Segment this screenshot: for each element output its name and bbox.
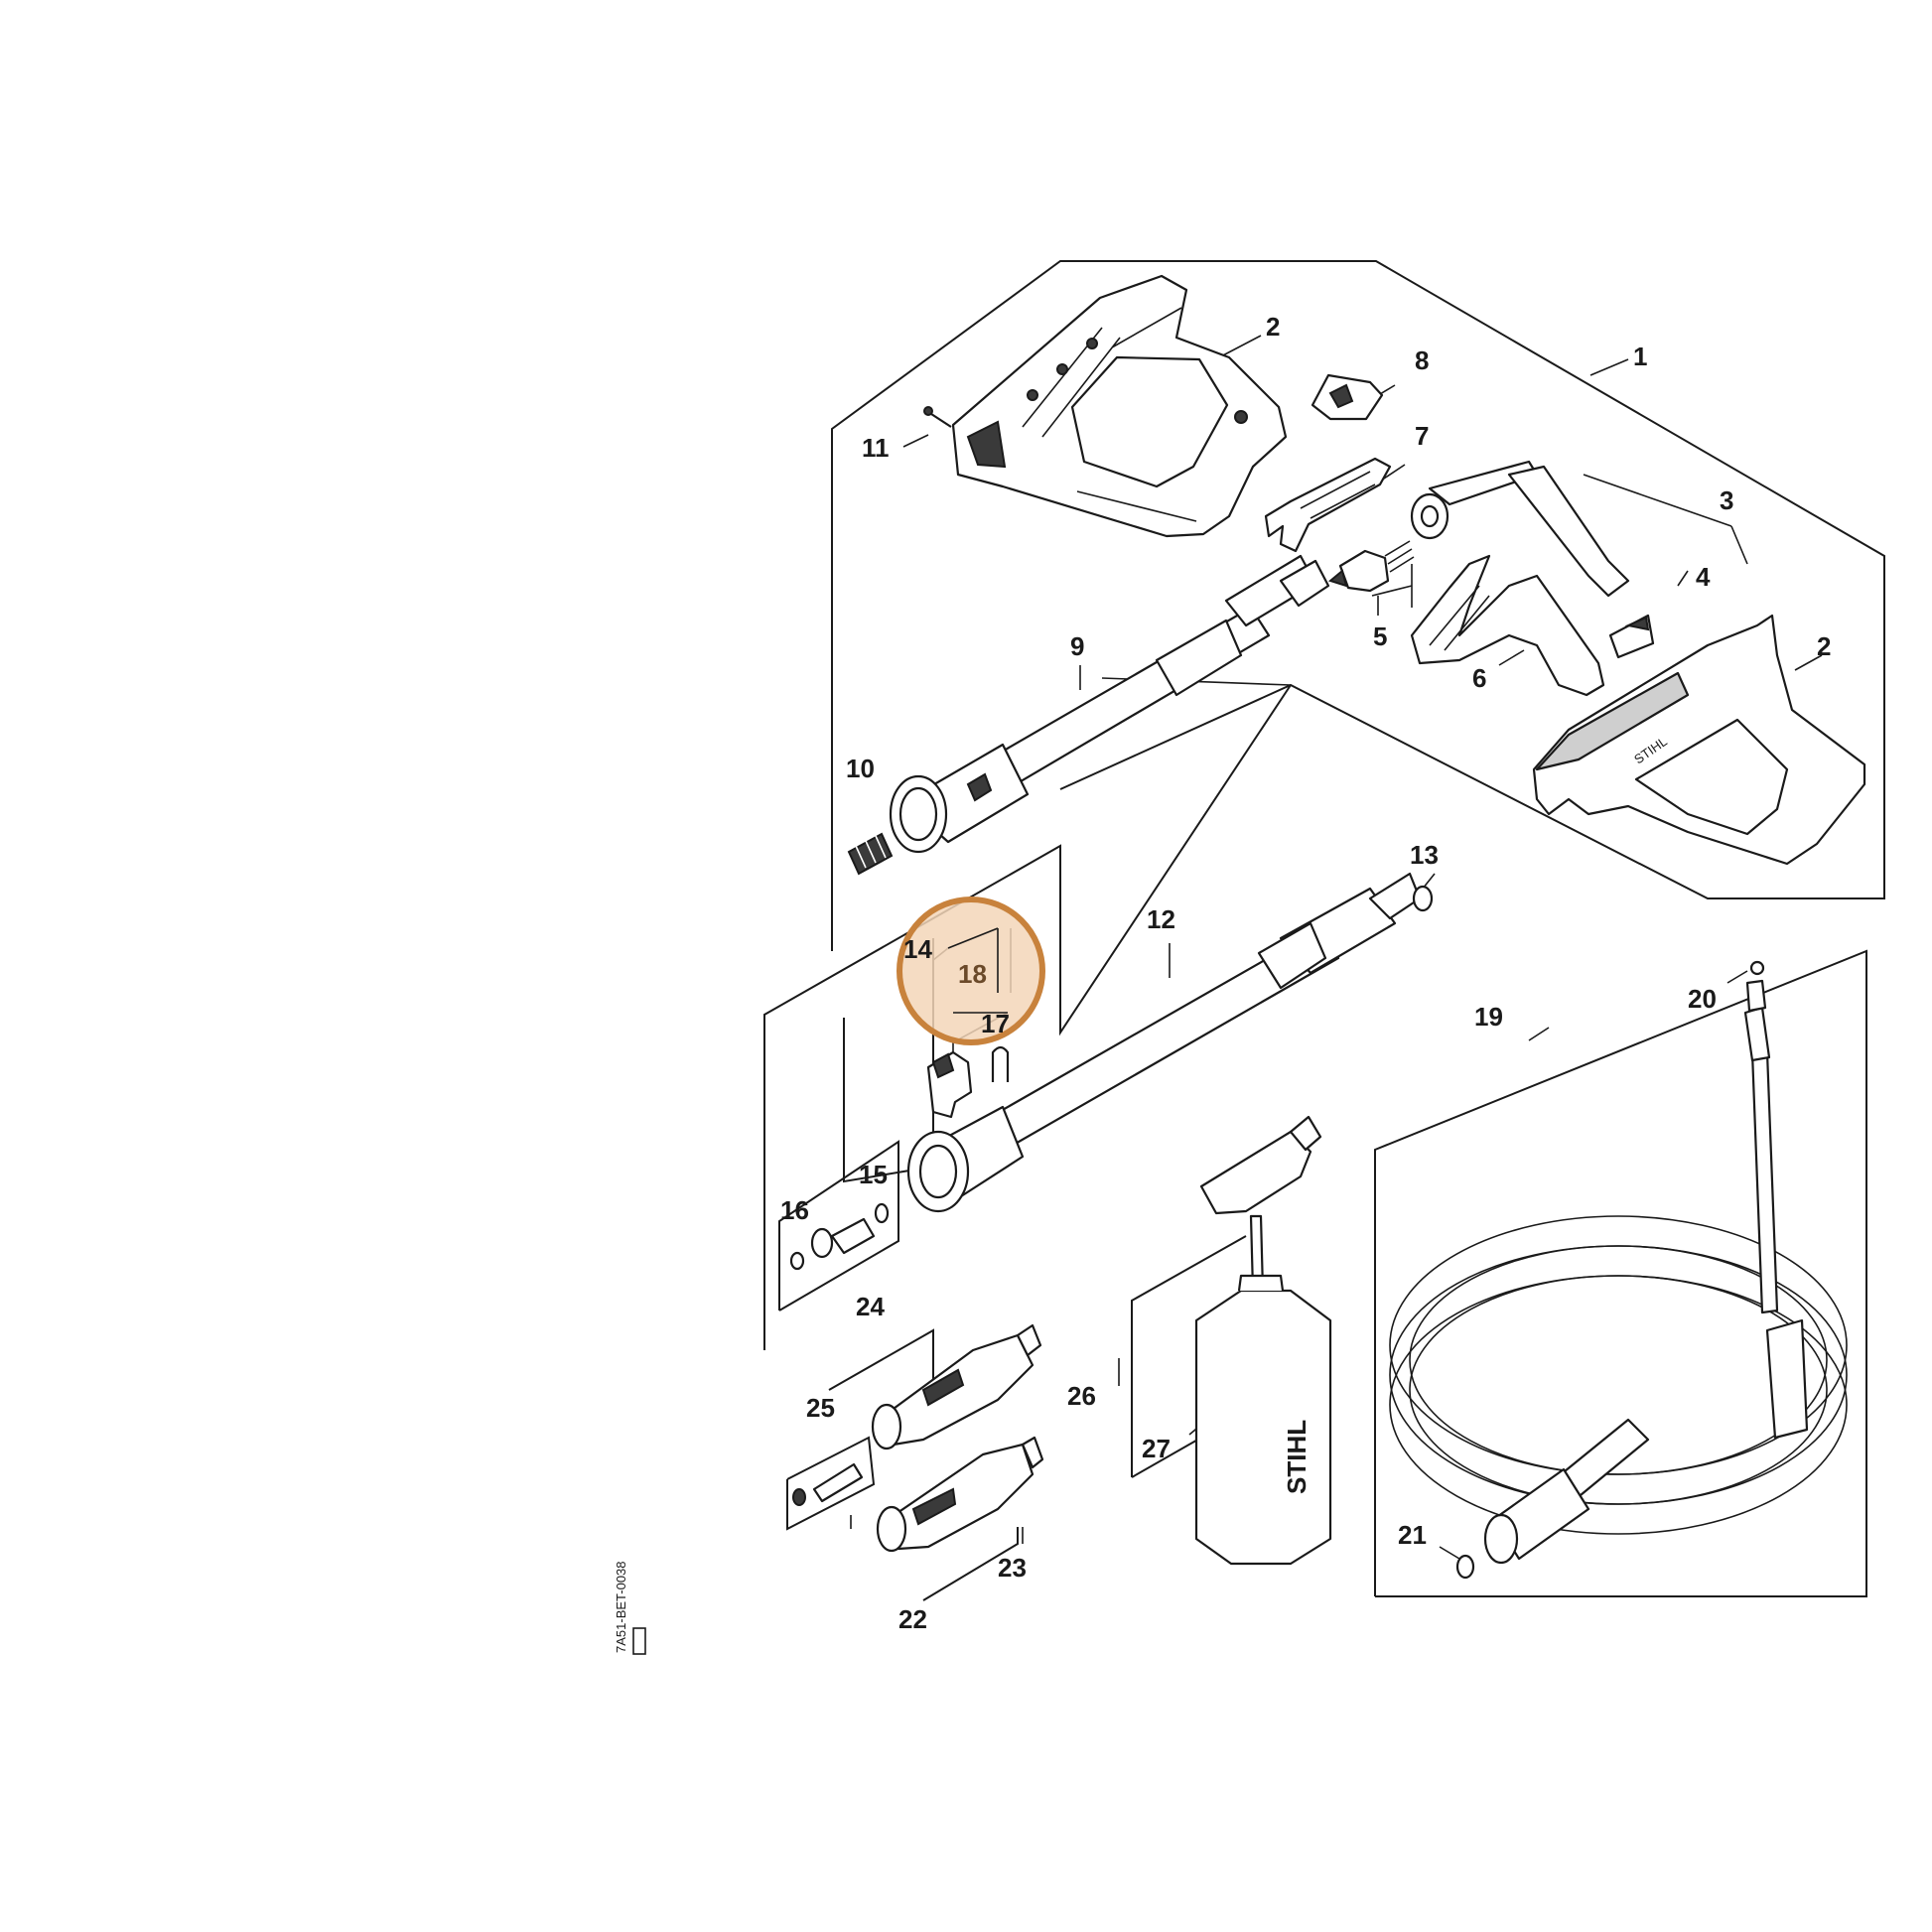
group-frame-24 <box>828 1328 934 1391</box>
o-ring <box>1412 885 1434 912</box>
callout-2: 2 <box>1266 312 1280 342</box>
group-frame-14 <box>843 938 934 1183</box>
callout-3: 3 <box>1720 485 1733 515</box>
foam-nozzle <box>1199 1115 1322 1293</box>
trigger-housing-half-top <box>951 274 1288 538</box>
callout-22: 22 <box>898 1604 927 1634</box>
group-frame-1 <box>831 260 1885 951</box>
callout-1: 1 <box>1633 342 1647 371</box>
locking-clip <box>926 1050 973 1119</box>
drawing-code: 7A51-BET-0038 <box>614 1561 628 1653</box>
callout-25: 25 <box>806 1393 835 1423</box>
callout-16: 16 <box>780 1195 809 1225</box>
callout-19: 19 <box>1474 1002 1503 1032</box>
screw <box>923 406 952 428</box>
group-frame-22 <box>922 1527 1019 1601</box>
trigger-housing-half-right: STIHL <box>1532 614 1866 866</box>
extension-lance <box>906 872 1422 1213</box>
locking-pin <box>991 1045 1010 1082</box>
callout-14: 14 <box>903 934 932 964</box>
callout-6: 6 <box>1472 663 1486 693</box>
group-frame-19 <box>1374 949 1867 1597</box>
outlet-pipe <box>1410 460 1630 598</box>
retaining-clip <box>1608 614 1655 659</box>
nozzle-insert <box>847 832 894 876</box>
group-frame-12 <box>763 684 1292 1350</box>
callout-24: 24 <box>856 1292 885 1321</box>
trigger-lever <box>1264 457 1392 553</box>
nozzle-nipple <box>792 1462 864 1506</box>
spray-lance <box>889 554 1330 854</box>
callout-17: 17 <box>981 1009 1010 1038</box>
rotary-nozzle <box>871 1323 1042 1450</box>
handle-half <box>1410 554 1605 697</box>
callout-11: 11 <box>862 433 890 463</box>
callout-23: 23 <box>998 1553 1027 1583</box>
group-frame-25 <box>786 1436 876 1531</box>
callout-10: 10 <box>846 754 875 783</box>
callout-15: 15 <box>859 1160 888 1189</box>
callout-20: 20 <box>1688 984 1717 1014</box>
o-ring <box>1455 1554 1475 1580</box>
foam-bottle: STIHL <box>1194 1274 1332 1566</box>
bottle-brand-text: STIHL <box>1282 1420 1311 1494</box>
callout-8: 8 <box>1415 345 1429 375</box>
clip-part <box>1311 373 1384 421</box>
valve-insert <box>1327 540 1415 593</box>
leader-line <box>947 927 999 949</box>
adapter-nipple <box>789 1202 890 1271</box>
callout-2-right: 2 <box>1817 631 1831 661</box>
high-pressure-hose <box>1389 960 1848 1565</box>
callout-4: 4 <box>1696 562 1711 592</box>
callout-13: 13 <box>1410 840 1439 870</box>
callout-9: 9 <box>1070 631 1084 661</box>
flat-jet-nozzle <box>876 1436 1044 1553</box>
group-frame-26 <box>1131 1235 1247 1477</box>
callout-5: 5 <box>1373 621 1387 651</box>
group-frame-15 <box>778 1140 899 1311</box>
callout-26: 26 <box>1067 1381 1096 1411</box>
callout-18[interactable]: 18 <box>958 959 987 989</box>
callout-27: 27 <box>1142 1434 1171 1463</box>
callout-12: 12 <box>1147 904 1175 934</box>
callout-21: 21 <box>1398 1520 1427 1550</box>
leader-line <box>1131 1437 1202 1478</box>
drawing-code-box <box>632 1627 646 1655</box>
callout-7: 7 <box>1415 421 1429 451</box>
highlight-circle[interactable] <box>897 897 1045 1045</box>
